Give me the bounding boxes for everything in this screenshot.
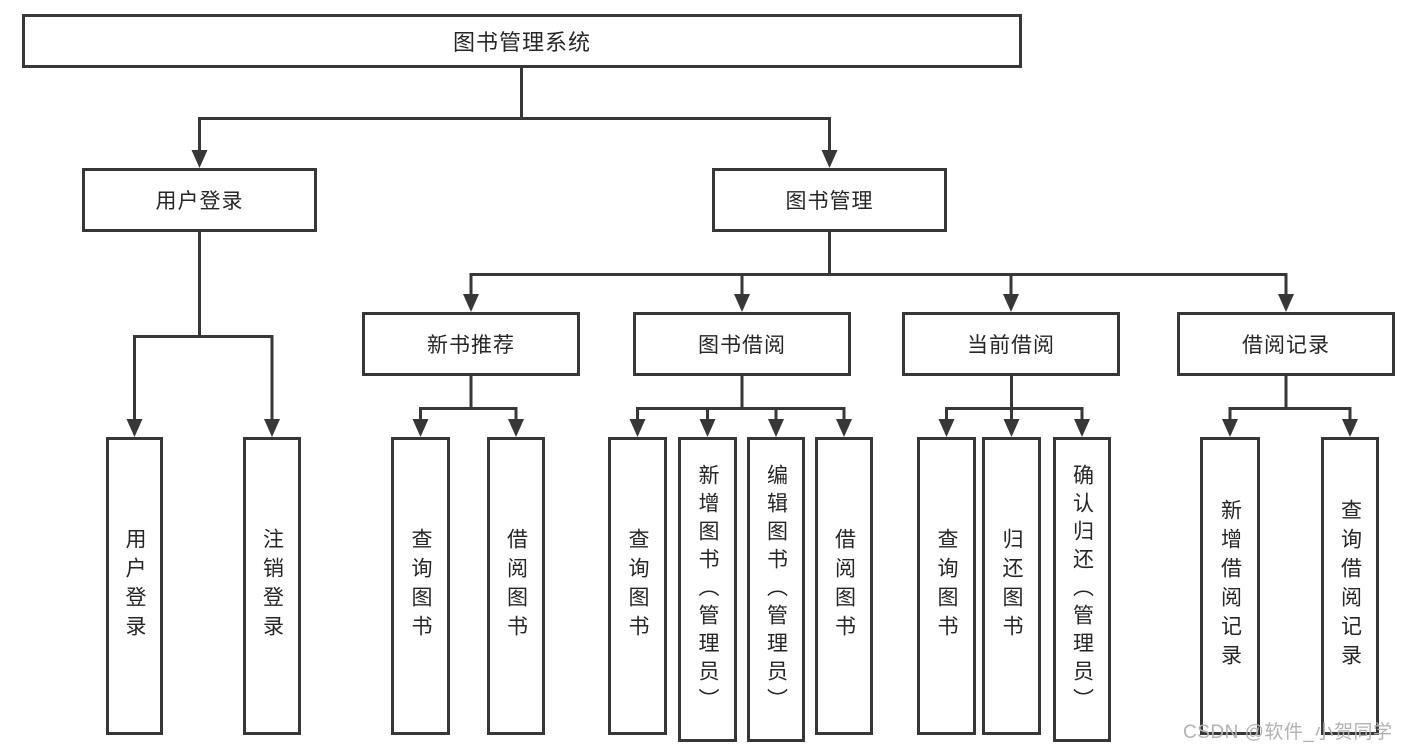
arrowhead-icon — [191, 150, 208, 168]
leaf-label: 查询借阅记录 — [1338, 499, 1362, 673]
connector-user-rail — [133, 335, 274, 419]
leaf-logout: 注销登录 — [243, 437, 301, 735]
arrowhead-icon — [1003, 294, 1019, 312]
connector-record-rail — [1228, 407, 1352, 419]
arrowhead-icon — [1074, 419, 1090, 437]
node-new-book-recommend: 新书推荐 — [362, 312, 580, 376]
connector-level2-rail — [198, 117, 831, 150]
leaf-newbook-borrow: 借阅图书 — [487, 437, 545, 735]
arrowhead-icon — [126, 419, 143, 437]
leaf-current-query: 查询图书 — [917, 437, 976, 735]
arrowhead-icon — [699, 419, 716, 437]
leaf-label: 查询图书 — [626, 528, 649, 644]
node-borrow-records: 借阅记录 — [1177, 312, 1395, 376]
arrowhead-icon — [938, 419, 955, 437]
leaf-borrow-edit-admin: 编辑图书（管理员） — [747, 437, 805, 742]
leaf-label: 用户登录 — [123, 528, 146, 644]
leaf-current-confirm-admin: 确认归还（管理员） — [1053, 437, 1111, 742]
connector-level3-rail — [469, 273, 1288, 294]
arrowhead-icon — [264, 419, 280, 437]
leaf-record-query: 查询借阅记录 — [1321, 437, 1379, 735]
arrowhead-icon — [508, 419, 524, 437]
arrowhead-icon — [1342, 419, 1358, 437]
leaf-borrow-borrow: 借阅图书 — [815, 437, 873, 735]
node-book-borrow: 图书借阅 — [633, 312, 851, 376]
leaf-label: 查询图书 — [409, 528, 432, 644]
arrowhead-icon — [734, 294, 750, 312]
arrowhead-icon — [629, 419, 646, 437]
leaf-label: 借阅图书 — [832, 528, 856, 644]
arrowhead-icon — [1222, 419, 1238, 437]
leaf-current-return: 归还图书 — [982, 437, 1041, 735]
leaf-newbook-query: 查询图书 — [391, 437, 450, 735]
arrowhead-icon — [821, 150, 838, 168]
leaf-label: 查询图书 — [935, 528, 958, 644]
arrowhead-icon — [412, 419, 429, 437]
leaf-label: 确认归还（管理员） — [1070, 463, 1094, 716]
leaf-label: 编辑图书（管理员） — [764, 463, 788, 716]
leaf-borrow-add-admin: 新增图书（管理员） — [678, 437, 737, 742]
arrowhead-icon — [463, 294, 479, 312]
leaf-record-add: 新增借阅记录 — [1200, 437, 1260, 735]
node-book-management: 图书管理 — [712, 168, 947, 232]
leaf-label: 新增图书（管理员） — [696, 463, 719, 716]
connector-newbook-rail — [419, 407, 518, 419]
arrowhead-icon — [836, 419, 852, 437]
node-root-system: 图书管理系统 — [22, 14, 1022, 68]
leaf-borrow-query: 查询图书 — [608, 437, 667, 735]
node-user-login: 用户登录 — [82, 168, 317, 232]
leaf-label: 注销登录 — [260, 528, 284, 644]
leaf-label: 借阅图书 — [504, 528, 528, 644]
arrowhead-icon — [1003, 419, 1020, 437]
connector-borrow-rail — [636, 407, 846, 419]
node-current-borrow: 当前借阅 — [902, 312, 1120, 376]
leaf-label: 归还图书 — [1000, 528, 1023, 644]
csdn-watermark: CSDN @软件_小贺同学 — [1183, 722, 1393, 743]
connector-current-rail — [945, 407, 1084, 419]
arrowhead-icon — [1278, 294, 1294, 312]
leaf-user-login: 用户登录 — [106, 437, 163, 735]
leaf-label: 新增借阅记录 — [1218, 499, 1242, 673]
arrowhead-icon — [768, 419, 784, 437]
